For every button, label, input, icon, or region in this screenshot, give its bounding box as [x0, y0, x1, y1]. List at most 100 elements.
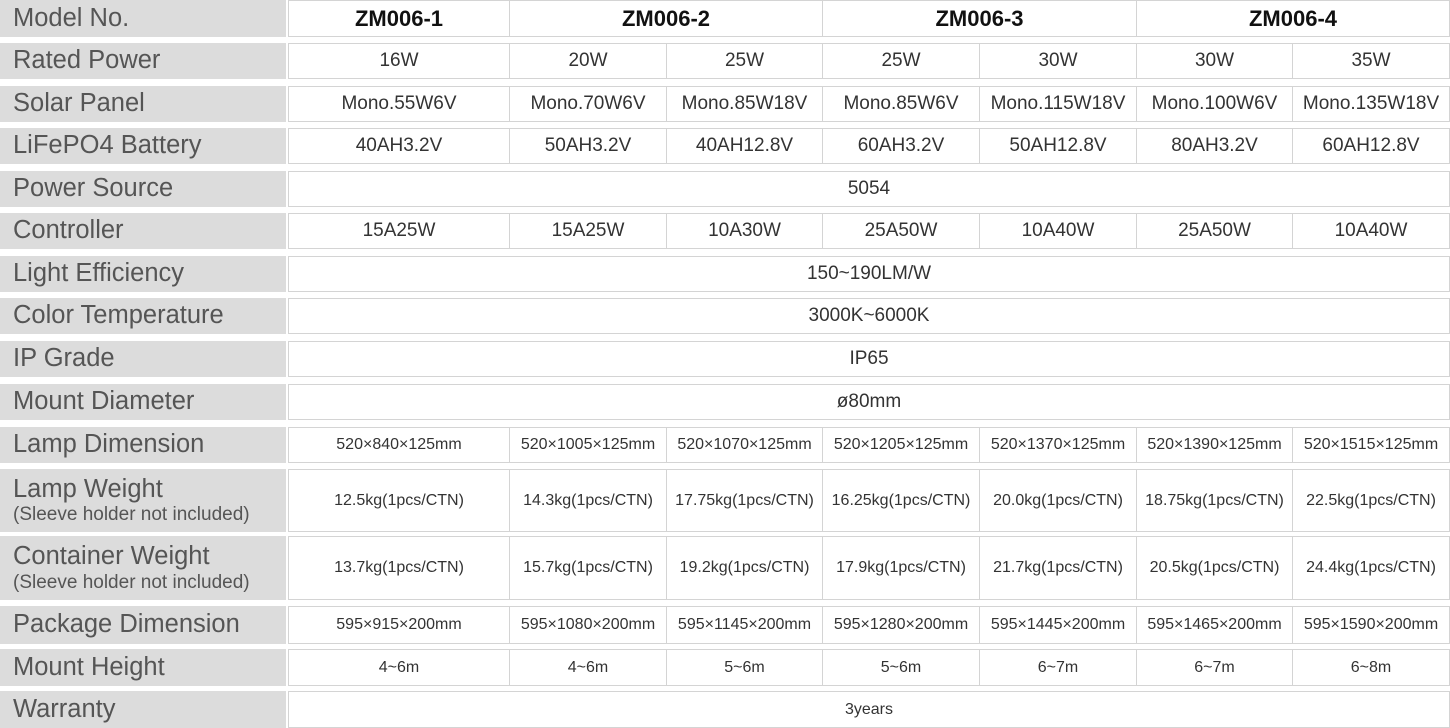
table-cell: 40AH12.8V — [666, 128, 823, 164]
table-cell: 15A25W — [509, 213, 667, 249]
table-cell: 16.25kg(1pcs/CTN) — [822, 469, 980, 532]
cell-value: Mono.55W6V — [341, 93, 457, 114]
table-cell: 24.4kg(1pcs/CTN) — [1292, 536, 1450, 600]
row-label-text: Light Efficiency — [13, 259, 185, 288]
cell-value: 40AH12.8V — [695, 135, 794, 156]
cell-value: Mono.100W6V — [1151, 93, 1278, 114]
row-label-subtext: (Sleeve holder not included) — [13, 571, 250, 593]
table-cell-merged: IP65 — [288, 341, 1450, 377]
row-label: Light Efficiency — [0, 256, 286, 292]
table-cell: 50AH12.8V — [979, 128, 1137, 164]
table-cell-merged: 150~190LM/W — [288, 256, 1450, 292]
table-cell: 520×1370×125mm — [979, 427, 1137, 463]
cell-value: 595×1445×200mm — [990, 616, 1126, 633]
cell-value: 595×915×200mm — [336, 616, 462, 633]
cell-value: 10A30W — [708, 220, 781, 241]
table-cell: 60AH12.8V — [1292, 128, 1450, 164]
row-label: LiFePO4 Battery — [0, 128, 286, 164]
cell-value: 520×1205×125mm — [833, 436, 969, 453]
model-header-cell: ZM006-4 — [1136, 0, 1450, 37]
row-label-text: Solar Panel — [13, 89, 145, 118]
table-cell: 80AH3.2V — [1136, 128, 1293, 164]
cell-value: 60AH12.8V — [1322, 135, 1420, 156]
table-cell: 15A25W — [288, 213, 510, 249]
cell-value: 520×840×125mm — [336, 436, 462, 453]
model-name: ZM006-2 — [621, 5, 711, 31]
model-name: ZM006-3 — [935, 5, 1024, 31]
table-cell: 5~6m — [666, 649, 823, 686]
row-label: Package Dimension — [0, 606, 286, 644]
table-cell: 30W — [979, 43, 1137, 79]
cell-value: 22.5kg(1pcs/CTN) — [1306, 491, 1436, 509]
model-name: ZM006-4 — [1248, 5, 1338, 31]
cell-value: 3years — [844, 700, 894, 718]
table-cell: 595×915×200mm — [288, 606, 510, 644]
cell-value: 6~8m — [1350, 658, 1392, 676]
row-label: Solar Panel — [0, 86, 286, 122]
cell-value: 30W — [1194, 50, 1235, 71]
table-cell: 10A30W — [666, 213, 823, 249]
row-label: Power Source — [0, 171, 286, 207]
cell-value: 520×1070×125mm — [677, 436, 812, 453]
table-cell: 18.75kg(1pcs/CTN) — [1136, 469, 1293, 532]
table-cell: 6~8m — [1292, 649, 1450, 686]
cell-value: 15A25W — [362, 220, 436, 241]
cell-value: 80AH3.2V — [1171, 135, 1258, 156]
table-cell: 595×1280×200mm — [822, 606, 980, 644]
row-label: Controller — [0, 213, 286, 249]
row-label: Lamp Weight(Sleeve holder not included) — [0, 469, 286, 532]
table-cell: 520×1005×125mm — [509, 427, 667, 463]
cell-value: 520×1370×125mm — [990, 436, 1126, 453]
cell-value: 50AH12.8V — [1009, 135, 1107, 156]
cell-value: 25W — [881, 50, 921, 71]
cell-value: 25A50W — [1178, 220, 1251, 241]
row-label: Mount Height — [0, 649, 286, 686]
table-cell: Mono.55W6V — [288, 86, 510, 122]
table-cell: 17.75kg(1pcs/CTN) — [666, 469, 823, 532]
table-cell: 10A40W — [1292, 213, 1450, 249]
table-cell: 595×1590×200mm — [1292, 606, 1450, 644]
table-cell: 6~7m — [1136, 649, 1293, 686]
row-label-text: Container Weight — [13, 542, 210, 571]
cell-value: 24.4kg(1pcs/CTN) — [1306, 559, 1436, 576]
cell-value: IP65 — [849, 348, 889, 369]
row-label-text: Lamp Weight — [13, 474, 163, 503]
table-cell: 12.5kg(1pcs/CTN) — [288, 469, 510, 532]
table-cell-merged: 3000K~6000K — [288, 298, 1450, 334]
header-label-text: Model No. — [13, 3, 130, 32]
table-cell: 21.7kg(1pcs/CTN) — [979, 536, 1137, 600]
table-cell: 15.7kg(1pcs/CTN) — [509, 536, 667, 600]
table-cell: 595×1080×200mm — [509, 606, 667, 644]
cell-value: 20W — [568, 50, 608, 71]
table-cell: 35W — [1292, 43, 1450, 79]
table-cell: 40AH3.2V — [288, 128, 510, 164]
row-label-text: LiFePO4 Battery — [13, 131, 202, 160]
cell-value: 30W — [1038, 50, 1078, 71]
cell-value: 20.5kg(1pcs/CTN) — [1149, 559, 1280, 576]
row-label-text: Warranty — [13, 694, 116, 723]
cell-value: 40AH3.2V — [355, 135, 443, 156]
cell-value: 17.9kg(1pcs/CTN) — [836, 559, 966, 576]
cell-value: 25A50W — [864, 220, 938, 241]
table-cell: Mono.70W6V — [509, 86, 667, 122]
cell-value: 15.7kg(1pcs/CTN) — [523, 559, 653, 576]
row-label: Mount Diameter — [0, 384, 286, 420]
cell-value: 595×1145×200mm — [677, 616, 812, 633]
table-cell: 16W — [288, 43, 510, 79]
cell-value: 21.7kg(1pcs/CTN) — [993, 559, 1123, 576]
table-cell: 20.5kg(1pcs/CTN) — [1136, 536, 1293, 600]
cell-value: Mono.135W18V — [1302, 93, 1440, 114]
table-cell: 4~6m — [509, 649, 667, 686]
cell-value: 3000K~6000K — [808, 305, 930, 326]
row-label: IP Grade — [0, 341, 286, 377]
row-label-text: Rated Power — [13, 46, 161, 75]
row-label: Color Temperature — [0, 298, 286, 334]
row-label-text: Mount Height — [13, 652, 165, 681]
row-label: Container Weight(Sleeve holder not inclu… — [0, 536, 286, 600]
cell-value: 520×1390×125mm — [1147, 436, 1282, 453]
table-cell: Mono.135W18V — [1292, 86, 1450, 122]
row-label: Lamp Dimension — [0, 427, 286, 463]
table-cell: 595×1465×200mm — [1136, 606, 1293, 644]
cell-value: 13.7kg(1pcs/CTN) — [334, 559, 464, 576]
header-label: Model No. — [0, 0, 286, 37]
